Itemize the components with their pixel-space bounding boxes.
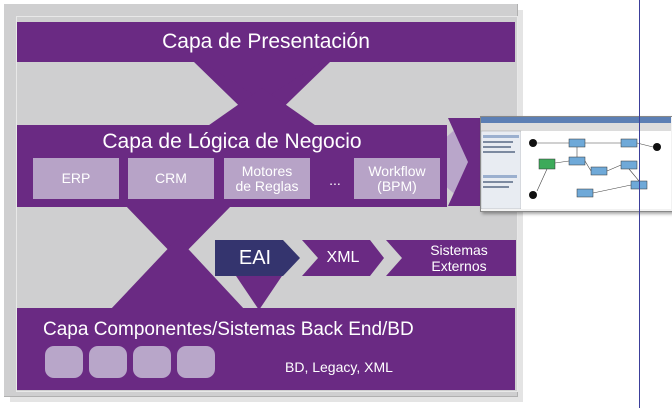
module-workflow-line2: (BPM) [377, 177, 417, 194]
module-crm: CRM [128, 158, 214, 199]
external-systems-line2: Externos [431, 258, 487, 274]
module-rules-line1: Motores [241, 162, 293, 179]
module-rules-line2: de Reglas [235, 177, 299, 194]
module-workflow: Workflow (BPM) [354, 158, 440, 199]
page-margin-line [639, 0, 640, 408]
connector-bottom-upper [125, 205, 232, 260]
connector-screenshot-arrow-back [448, 118, 484, 206]
backend-layer-label: Capa Componentes/Sistemas Back End/BD [43, 319, 414, 340]
database-icon [133, 346, 171, 378]
workflow-screenshot [480, 116, 672, 212]
presentation-layer: Capa de Presentación [17, 22, 515, 62]
external-systems-box [386, 240, 516, 276]
xml-label: XML [326, 249, 360, 266]
external-systems-label: Sistemas Externos [404, 242, 514, 276]
workflow-screenshot-image [480, 117, 671, 210]
presentation-layer-label: Capa de Presentación [162, 30, 370, 53]
database-icon [45, 346, 83, 378]
connector-top-lower [202, 88, 322, 130]
modules-ellipsis: ... [329, 172, 341, 188]
module-workflow-line1: Workflow [368, 162, 426, 179]
module-erp-label: ERP [61, 170, 91, 186]
external-systems-line1: Sistemas [430, 242, 488, 258]
business-logic-layer-label: Capa de Lógica de Negocio [102, 130, 362, 153]
connector-bottom-lower [110, 238, 245, 310]
database-icon [89, 346, 127, 378]
module-crm-label: CRM [155, 170, 187, 186]
xml-box [302, 240, 384, 276]
module-rules-engines: Motores de Reglas [224, 158, 310, 199]
module-erp: ERP [33, 158, 119, 199]
eai-label: EAI [238, 247, 272, 269]
connector-eai-down [232, 270, 286, 310]
database-icon [177, 346, 215, 378]
connector-top-upper [202, 62, 322, 100]
eai-box [215, 240, 300, 276]
backend-sources-label: BD, Legacy, XML [285, 359, 393, 375]
